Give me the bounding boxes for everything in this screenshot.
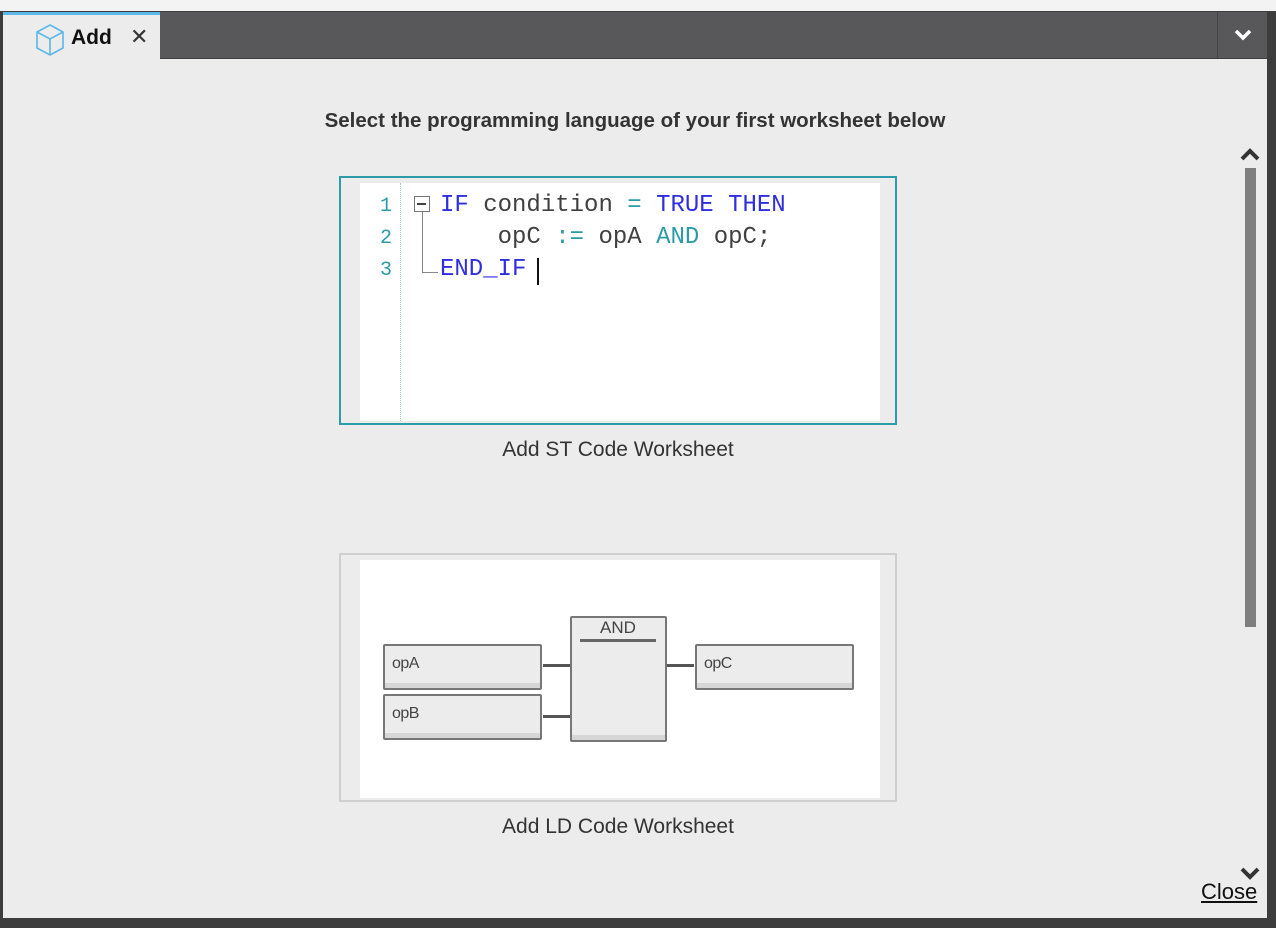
code-line-2: opC := opA AND opC; [440,224,772,251]
st-code-preview: 1 2 3 IF condition = TRUE THEN opC := op… [360,183,880,421]
code-token: = [627,192,642,219]
ld-input-label: opA [392,655,419,672]
text-cursor [537,258,539,285]
page-title: Select the programming language of your … [324,109,946,132]
st-card-caption[interactable]: Add ST Code Worksheet [502,438,734,461]
ld-wire [543,715,570,718]
code-token: opC [497,224,541,251]
ld-and-block: AND [570,616,667,742]
add-worksheet-panel: Select the programming language of your … [3,59,1267,918]
tab-add[interactable]: Add ✕ [3,12,160,59]
code-token: END_IF [440,256,527,283]
code-token: condition [483,192,613,219]
code-token: AND [656,224,700,251]
code-token: TRUE [656,192,714,219]
ld-wire [543,664,570,667]
tab-menu-button[interactable] [1217,12,1268,58]
ld-input-label: opB [392,705,419,722]
ld-block-title-bar [580,639,656,642]
code-token: THEN [728,192,786,219]
line-number: 1 [380,195,393,218]
scroll-down-icon[interactable] [1239,865,1261,883]
tab-bar: Add ✕ [3,12,1268,59]
fold-guide [422,212,423,272]
vertical-scrollbar[interactable] [1245,168,1256,627]
fold-collapse-icon[interactable] [414,196,430,212]
ld-diagram-preview: opA opB AND opC [360,560,880,798]
code-line-3: END_IF [440,256,526,283]
line-number: 2 [380,227,393,250]
ld-block-title: AND [600,618,636,637]
ld-wire [667,664,694,667]
code-line-1: IF condition = TRUE THEN [440,192,786,219]
line-number: 3 [380,259,393,282]
ld-output-label: opC [704,655,732,672]
st-worksheet-card[interactable]: 1 2 3 IF condition = TRUE THEN opC := op… [339,176,897,425]
ld-output-opc: opC [695,644,854,690]
ld-input-opa: opA [383,644,542,690]
chevron-down-icon [1234,29,1252,41]
scroll-up-icon[interactable] [1239,145,1261,163]
close-link[interactable]: Close [1201,879,1258,904]
tab-label: Add [71,26,112,49]
code-token: := [555,224,585,251]
gutter-divider [400,183,401,421]
ld-worksheet-card[interactable]: opA opB AND opC [339,553,897,802]
top-strip [0,0,1276,11]
code-token: IF [440,192,469,219]
fold-guide-end [422,272,438,273]
code-token: opA [598,224,642,251]
ld-card-caption[interactable]: Add LD Code Worksheet [502,815,734,838]
cube-icon [36,24,64,56]
code-token: opC; [713,224,772,251]
close-icon[interactable]: ✕ [130,24,149,49]
ld-input-opb: opB [383,694,542,740]
